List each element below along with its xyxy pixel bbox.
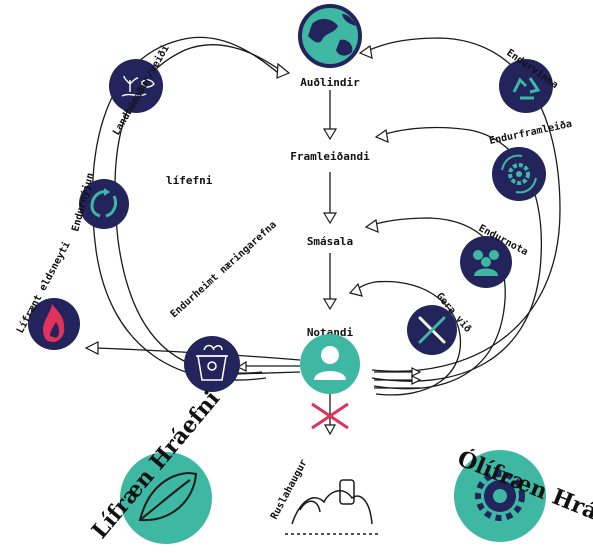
remanufacture-label: Endurframleiða bbox=[488, 118, 573, 147]
flame-icon bbox=[43, 304, 65, 342]
gear-icon bbox=[475, 471, 525, 521]
inorganic-node bbox=[454, 450, 546, 542]
flow-lines bbox=[84, 36, 561, 436]
cross-icon bbox=[311, 402, 349, 430]
organic-node bbox=[120, 452, 212, 544]
recycle-icon bbox=[90, 188, 118, 218]
landfill-label: Ruslahaugur bbox=[269, 458, 310, 522]
user-icon bbox=[314, 346, 346, 380]
resources-label: Auðlindir bbox=[300, 76, 360, 89]
nutrient-recovery-node bbox=[184, 336, 240, 392]
resources-node bbox=[298, 4, 362, 68]
globe-icon bbox=[308, 14, 356, 56]
compost-bin-icon bbox=[196, 344, 228, 381]
biomass-label: lífefni bbox=[166, 174, 213, 187]
recycle-icon bbox=[512, 77, 541, 100]
leaf-icon bbox=[138, 472, 198, 522]
user-label: Notandi bbox=[307, 326, 354, 339]
retail-label: Smásala bbox=[307, 235, 353, 248]
nutrient-recovery-label: Endurheimt næringarefna bbox=[168, 219, 279, 321]
trash-pile-icon bbox=[285, 479, 380, 535]
wrench-screwdriver-icon bbox=[418, 316, 446, 344]
repair-node bbox=[407, 305, 457, 355]
user-node bbox=[300, 334, 360, 394]
plant-hand-fish-icon bbox=[121, 75, 155, 97]
producer-label: Framleiðandi bbox=[290, 150, 370, 163]
remanufacture-node bbox=[492, 147, 546, 201]
reuse-node bbox=[460, 236, 512, 288]
recycle-node bbox=[499, 59, 553, 113]
biofuel-node bbox=[28, 298, 80, 350]
farming-node bbox=[109, 59, 163, 113]
renewal-node bbox=[79, 179, 129, 229]
people-icon bbox=[473, 250, 499, 276]
gear-cycle-icon bbox=[501, 154, 537, 194]
